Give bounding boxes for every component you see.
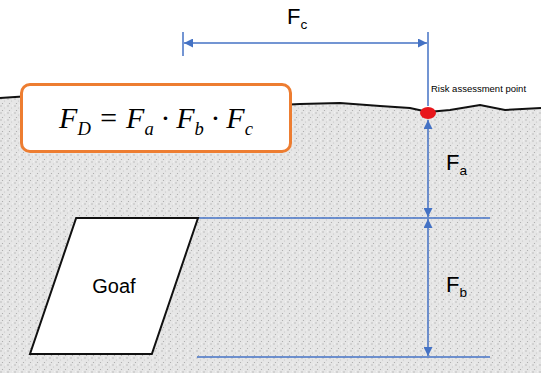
reference-line — [197, 217, 490, 219]
formula-text: FD = Fa · Fb · Fc — [59, 101, 253, 135]
reference-line — [197, 356, 490, 358]
dimension-label: Fb — [446, 272, 467, 298]
goaf-shape — [30, 218, 198, 354]
dimension-arrow — [427, 120, 429, 217]
dimension-label: Fa — [446, 150, 467, 176]
node-label: Goaf — [92, 275, 135, 298]
assessment-point — [420, 107, 436, 119]
dimension-tick — [182, 32, 184, 56]
formula-box: FD = Fa · Fb · Fc — [20, 83, 292, 153]
point-label: Risk assessment point — [431, 83, 526, 94]
dimension-label: Fc — [287, 4, 307, 30]
dimension-tick — [427, 32, 429, 106]
goaf-parallelogram: Goaf — [28, 216, 200, 356]
dimension-arrow — [184, 42, 427, 44]
dimension-arrow — [427, 219, 429, 356]
